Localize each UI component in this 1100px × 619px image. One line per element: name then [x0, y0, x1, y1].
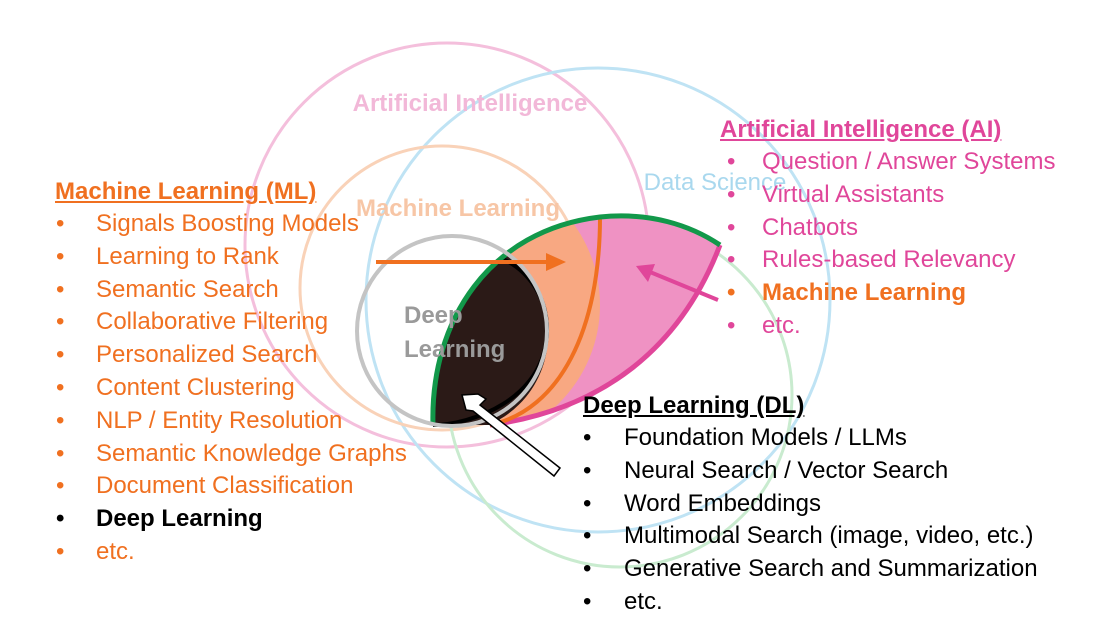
dl-panel-title: Deep Learning (DL) [583, 392, 805, 419]
ai-circle-label: Artificial Intelligence [353, 90, 588, 117]
dl-panel: Deep Learning (DL) Foundation Models / L… [583, 390, 1038, 619]
dl-circle-label-line1: Deep [404, 302, 463, 329]
list-item: Content Clustering [55, 372, 407, 405]
list-item: Document Classification [55, 470, 407, 503]
ml-panel-list: Signals Boosting Models Learning to Rank… [55, 208, 407, 569]
ai-arrow [636, 264, 719, 302]
dl-panel-list: Foundation Models / LLMs Neural Search /… [583, 422, 1038, 619]
ml-panel: Machine Learning (ML) Signals Boosting M… [55, 176, 407, 569]
lens-pink-edge [489, 244, 723, 428]
list-item: Personalized Search [55, 339, 407, 372]
ai-panel: Artificial Intelligence (AI) Question / … [720, 114, 1055, 343]
list-item: Virtual Assistants [720, 179, 1055, 212]
list-item: Multimodal Search (image, video, etc.) [583, 520, 1038, 553]
list-item: Semantic Knowledge Graphs [55, 438, 407, 471]
lens-orange-edge [489, 216, 602, 427]
list-item: Learning to Rank [55, 241, 407, 274]
lens-green-edge [430, 213, 722, 426]
list-item: NLP / Entity Resolution [55, 405, 407, 438]
list-item: Foundation Models / LLMs [583, 422, 1038, 455]
list-item: Question / Answer Systems [720, 146, 1055, 179]
list-item: etc. [55, 536, 407, 569]
list-item: Chatbots [720, 212, 1055, 245]
ai-panel-list: Question / Answer Systems Virtual Assist… [720, 146, 1055, 343]
list-item-machine-learning: Machine Learning [720, 277, 1055, 310]
ml-panel-title: Machine Learning (ML) [55, 178, 317, 205]
list-item: Neural Search / Vector Search [583, 455, 1038, 488]
list-item: etc. [583, 586, 1038, 619]
list-item-deep-learning: Deep Learning [55, 503, 407, 536]
list-item: Generative Search and Summarization [583, 553, 1038, 586]
dl-circle-label-line2: Learning [404, 336, 505, 363]
list-item: Collaborative Filtering [55, 306, 407, 339]
list-item: Semantic Search [55, 274, 407, 307]
list-item: Word Embeddings [583, 488, 1038, 521]
dl-arrow [461, 393, 562, 478]
list-item: etc. [720, 310, 1055, 343]
list-item: Signals Boosting Models [55, 208, 407, 241]
ai-panel-title: Artificial Intelligence (AI) [720, 116, 1002, 143]
list-item: Rules-based Relevancy [720, 244, 1055, 277]
